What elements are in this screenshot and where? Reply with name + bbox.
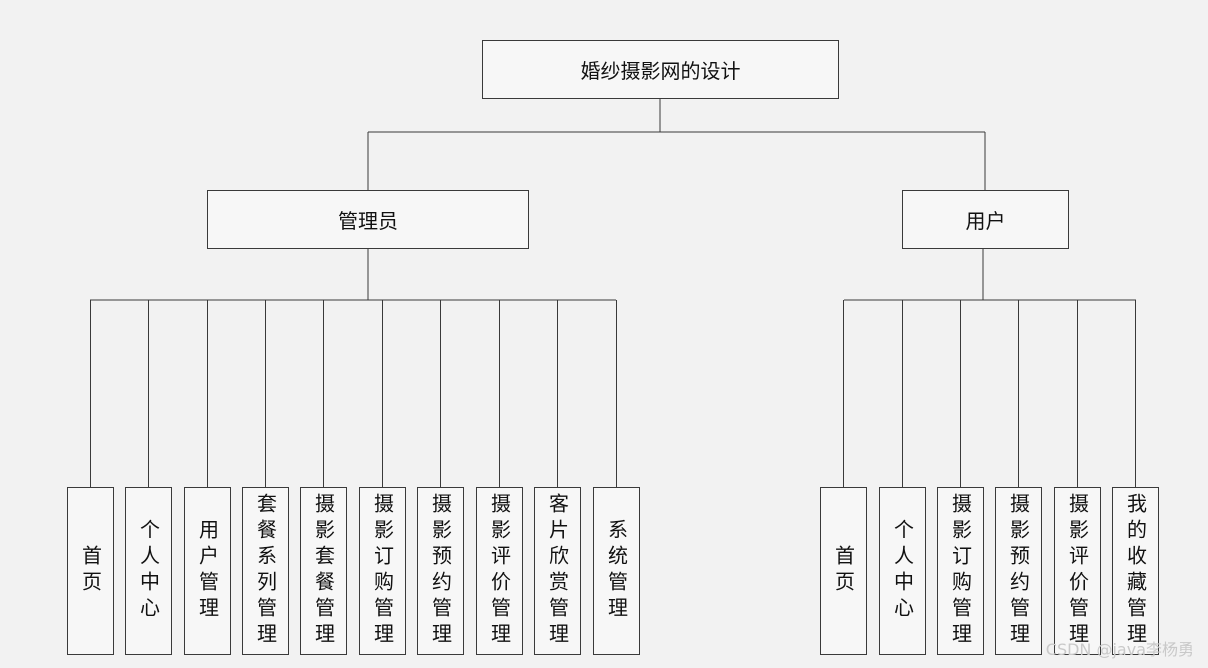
user-leaf: 个人中心 bbox=[879, 487, 926, 655]
admin-label: 管理员 bbox=[338, 209, 398, 233]
admin-leaf: 摄影评价管理 bbox=[476, 487, 523, 655]
admin-leaf: 摄影套餐管理 bbox=[300, 487, 347, 655]
leaf-label: 个人中心 bbox=[136, 519, 161, 623]
leaf-label: 首页 bbox=[78, 545, 103, 597]
user-node: 用户 bbox=[902, 190, 1069, 249]
root-label: 婚纱摄影网的设计 bbox=[580, 59, 741, 83]
leaf-label: 我的收藏管理 bbox=[1123, 493, 1148, 649]
user-leaf: 摄影预约管理 bbox=[995, 487, 1042, 655]
user-label: 用户 bbox=[965, 209, 1006, 233]
leaf-label: 客片欣赏管理 bbox=[545, 493, 570, 649]
root-node: 婚纱摄影网的设计 bbox=[482, 40, 839, 99]
leaf-label: 系统管理 bbox=[604, 519, 629, 623]
leaf-label: 摄影套餐管理 bbox=[311, 493, 336, 649]
leaf-label: 个人中心 bbox=[890, 519, 915, 623]
leaf-label: 摄影预约管理 bbox=[1006, 493, 1031, 649]
leaf-label: 摄影订购管理 bbox=[948, 493, 973, 649]
watermark: CSDN @java李杨勇 bbox=[1045, 640, 1194, 659]
leaf-label: 用户管理 bbox=[195, 519, 220, 623]
admin-leaf: 套餐系列管理 bbox=[242, 487, 289, 655]
leaf-label: 摄影预约管理 bbox=[428, 493, 453, 649]
leaf-label: 套餐系列管理 bbox=[253, 493, 278, 649]
user-leaf: 摄影订购管理 bbox=[937, 487, 984, 655]
admin-leaf: 用户管理 bbox=[184, 487, 231, 655]
admin-leaf: 客片欣赏管理 bbox=[534, 487, 581, 655]
leaf-label: 摄影评价管理 bbox=[487, 493, 512, 649]
leaf-label: 摄影订购管理 bbox=[370, 493, 395, 649]
admin-leaf: 摄影订购管理 bbox=[359, 487, 406, 655]
admin-leaf: 摄影预约管理 bbox=[417, 487, 464, 655]
user-leaf: 首页 bbox=[820, 487, 867, 655]
user-leaf: 摄影评价管理 bbox=[1054, 487, 1101, 655]
leaf-label: 首页 bbox=[831, 545, 856, 597]
admin-node: 管理员 bbox=[207, 190, 529, 249]
leaf-label: 摄影评价管理 bbox=[1065, 493, 1090, 649]
user-leaf: 我的收藏管理 bbox=[1112, 487, 1159, 655]
admin-leaf: 个人中心 bbox=[125, 487, 172, 655]
admin-leaf: 系统管理 bbox=[593, 487, 640, 655]
admin-leaf: 首页 bbox=[67, 487, 114, 655]
